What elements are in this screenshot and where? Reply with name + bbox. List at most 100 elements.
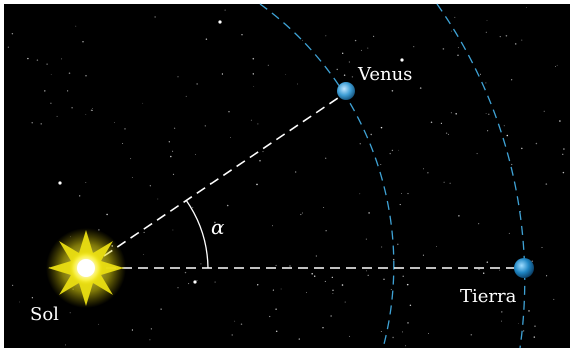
star: [150, 328, 153, 330]
star: [478, 223, 480, 225]
star: [306, 292, 307, 293]
star: [562, 171, 565, 174]
star: [531, 260, 534, 262]
star: [295, 171, 297, 173]
star: [257, 284, 259, 286]
star: [392, 336, 394, 339]
star: [323, 206, 325, 209]
star: [359, 143, 361, 145]
star: [272, 225, 273, 227]
star: [380, 126, 383, 129]
star: [501, 311, 503, 313]
star: [172, 173, 175, 176]
sun-label: Sol: [30, 304, 59, 325]
star: [485, 31, 487, 33]
star: [443, 181, 445, 183]
star: [556, 64, 558, 66]
star: [241, 34, 243, 36]
star: [457, 54, 459, 57]
star: [298, 338, 300, 340]
star: [351, 76, 354, 78]
star: [503, 125, 505, 127]
star: [204, 125, 206, 127]
earth-label: Tierra: [460, 286, 517, 307]
star: [454, 16, 456, 18]
star: [195, 154, 196, 155]
star: [419, 87, 422, 89]
star: [19, 301, 20, 303]
star: [380, 163, 382, 165]
star: [46, 63, 48, 65]
star: [440, 122, 442, 124]
star: [177, 76, 179, 78]
star: [185, 95, 187, 97]
star: [177, 287, 179, 289]
star: [122, 143, 124, 144]
sun-icon: [46, 228, 126, 308]
star: [348, 61, 351, 63]
star: [423, 168, 424, 170]
star: [402, 275, 404, 277]
star: [170, 155, 172, 158]
star: [525, 7, 527, 8]
star: [343, 74, 346, 76]
star: [543, 110, 545, 112]
star: [267, 64, 269, 66]
star: [192, 206, 194, 208]
star: [517, 322, 519, 324]
star: [470, 334, 473, 336]
star: [478, 268, 480, 270]
star: [272, 289, 274, 291]
star: [262, 151, 264, 153]
star: [302, 39, 303, 41]
angle-label: α: [211, 215, 225, 239]
star: [486, 19, 488, 21]
star: [559, 120, 561, 122]
star: [221, 73, 224, 75]
star: [367, 47, 369, 49]
star: [172, 229, 174, 231]
star: [368, 212, 370, 214]
star: [562, 153, 564, 155]
star: [315, 255, 317, 257]
star: [143, 253, 145, 255]
star: [445, 132, 448, 134]
star: [511, 163, 513, 166]
star: [397, 243, 399, 246]
star: [505, 35, 508, 37]
bright-star: [193, 280, 197, 284]
star: [563, 148, 565, 150]
star: [344, 301, 346, 303]
star: [508, 232, 510, 234]
star: [50, 102, 52, 105]
earth-planet-icon: [514, 258, 534, 278]
star: [336, 68, 338, 71]
star: [50, 74, 52, 76]
bright-star: [58, 181, 62, 185]
star: [499, 269, 501, 271]
star: [330, 315, 332, 317]
star: [75, 25, 77, 27]
star: [69, 312, 71, 314]
star: [106, 213, 108, 216]
star: [413, 46, 415, 48]
star: [65, 344, 66, 346]
star: [455, 113, 457, 115]
star: [252, 73, 254, 75]
star: [234, 320, 236, 322]
earth-orbit: [436, 3, 526, 349]
star: [188, 283, 190, 285]
star: [90, 109, 93, 112]
star: [196, 280, 198, 281]
star: [370, 133, 372, 136]
star: [533, 336, 536, 338]
star: [449, 182, 451, 184]
star: [511, 79, 513, 81]
star: [27, 57, 29, 60]
star: [31, 121, 33, 124]
star: [541, 246, 543, 249]
star: [131, 177, 133, 179]
star: [487, 130, 489, 132]
star: [422, 254, 424, 256]
star: [399, 204, 401, 206]
